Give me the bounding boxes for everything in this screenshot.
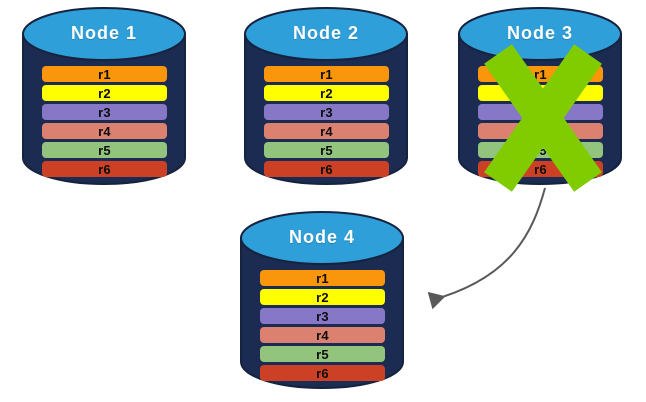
node-row-list: r1 r2 r3 r4 r5 r6	[22, 8, 186, 184]
data-row-r2[interactable]: r2	[264, 85, 389, 101]
data-row-r5[interactable]: r5	[42, 142, 167, 158]
data-row-r4[interactable]: r4	[260, 327, 385, 343]
data-row-r4[interactable]: r4	[42, 123, 167, 139]
data-row-r6[interactable]: r6	[260, 365, 385, 381]
data-row-r6[interactable]: r6	[42, 161, 167, 177]
node-row-list: r1 r2 r3 r4 r5 r6	[244, 8, 408, 184]
data-row-r5[interactable]: r5	[260, 346, 385, 362]
node-title: Node 2	[292, 23, 359, 43]
data-row-r3[interactable]: r3	[264, 104, 389, 120]
data-row-r3[interactable]: r3	[42, 104, 167, 120]
node-cylinder-4[interactable]: Node 4 r1 r2 r3 r4 r5 r6	[240, 211, 404, 389]
data-row-r2[interactable]: r2	[260, 289, 385, 305]
data-row-r3[interactable]: r3	[260, 308, 385, 324]
data-row-r1[interactable]: r1	[264, 66, 389, 82]
data-row-r4[interactable]: r4	[264, 123, 389, 139]
node-cylinder-2[interactable]: Node 2 r1 r2 r3 r4 r5 r6	[244, 7, 408, 185]
data-row-r5[interactable]: r5	[264, 142, 389, 158]
data-row-r1[interactable]: r1	[260, 270, 385, 286]
node-title: Node 1	[70, 23, 137, 43]
data-row-r2[interactable]: r2	[42, 85, 167, 101]
node-title: Node 3	[506, 23, 573, 43]
x-mark-icon	[484, 44, 602, 192]
node-title: Node 4	[288, 227, 355, 247]
data-row-r6[interactable]: r6	[264, 161, 389, 177]
data-row-r1[interactable]: r1	[42, 66, 167, 82]
node-row-list: r1 r2 r3 r4 r5 r6	[240, 212, 404, 388]
node-cylinder-1[interactable]: Node 1 r1 r2 r3 r4 r5 r6	[22, 7, 186, 185]
